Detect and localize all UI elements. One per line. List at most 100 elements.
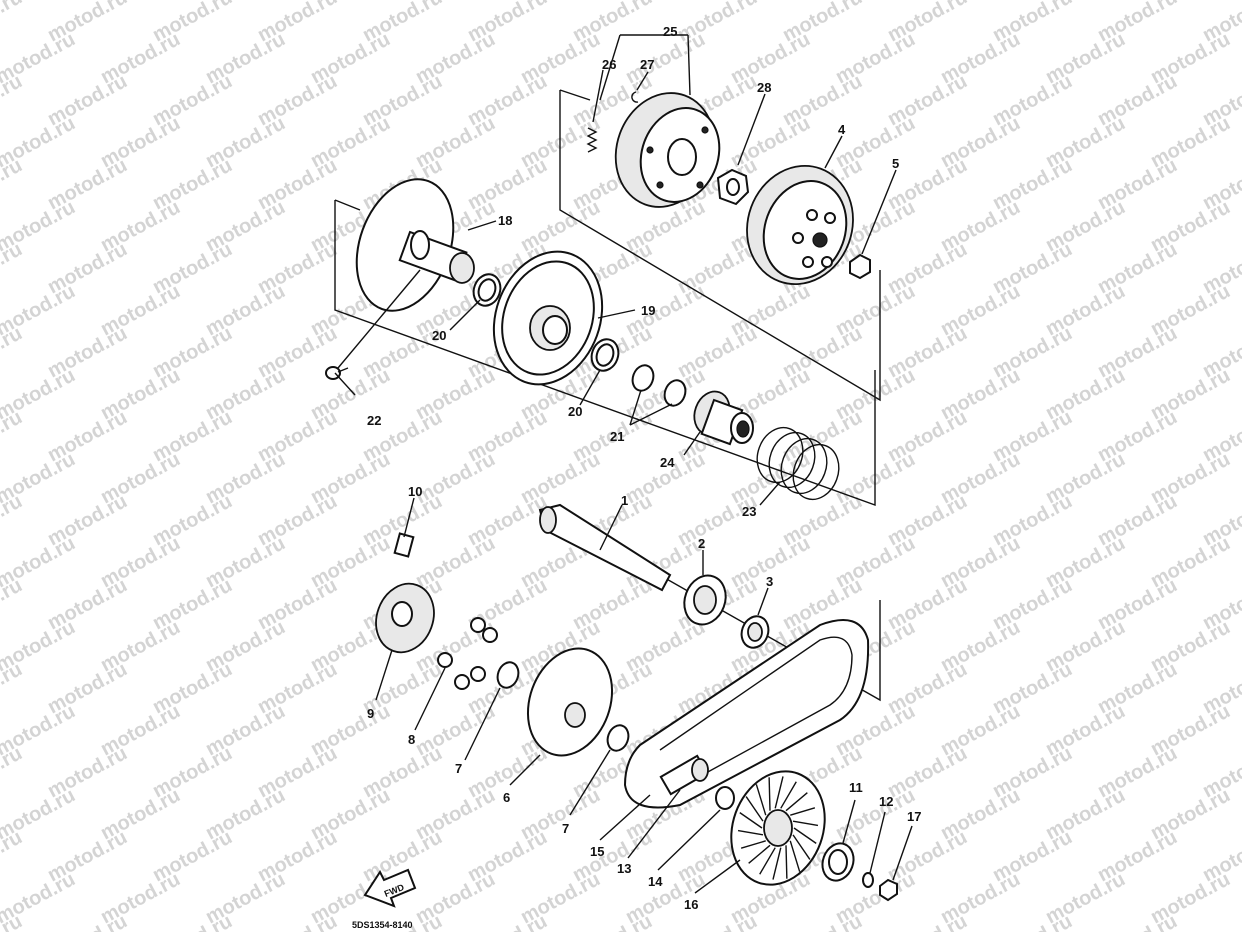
oil-seal-20-upper[interactable] (469, 271, 504, 310)
part-label-21: 21 (610, 429, 624, 444)
slider-10[interactable] (393, 532, 415, 558)
part-label-12: 12 (879, 794, 893, 809)
nut-5[interactable] (849, 253, 871, 280)
washer-11[interactable] (817, 839, 858, 885)
primary-shaft-1[interactable] (538, 503, 672, 592)
watermark-text: motod.ru (149, 910, 236, 932)
part-label-22: 22 (367, 413, 381, 428)
part-label-28: 28 (757, 80, 771, 95)
part-label-24: 24 (660, 455, 675, 470)
collar-13[interactable] (659, 754, 709, 796)
oil-seal-20-lower[interactable] (587, 336, 622, 375)
part-label-8: 8 (408, 732, 415, 747)
watermark-text: motod.ru (1199, 910, 1242, 932)
spring-seat-24[interactable] (689, 387, 754, 446)
part-label-13: 13 (617, 861, 631, 876)
part-label-3: 3 (766, 574, 773, 589)
part-label-19: 19 (641, 303, 655, 318)
collar-7-upper[interactable] (494, 659, 522, 690)
o-rings-21[interactable] (629, 362, 689, 408)
fan-blade (745, 796, 764, 822)
part-label-23: 23 (742, 504, 756, 519)
part-label-10: 10 (408, 484, 422, 499)
fwd-arrow-icon: FWD (363, 868, 417, 908)
watermark-text: motod.ru (44, 910, 131, 932)
fan-blade (748, 844, 771, 864)
washer-14[interactable] (715, 786, 735, 810)
part-label-14: 14 (648, 874, 663, 889)
clip-27[interactable] (631, 91, 639, 103)
fan-blade (792, 834, 811, 860)
nut-17[interactable] (879, 878, 898, 902)
fan-blade (740, 840, 766, 849)
primary-sliding-sheave-6[interactable] (514, 637, 627, 768)
drive-belt-15[interactable] (623, 619, 870, 809)
sliding-sheave-18[interactable] (339, 166, 475, 325)
part-label-1: 1 (621, 493, 628, 508)
part-label-17: 17 (907, 809, 921, 824)
watermark-text: motod.ru (1094, 910, 1181, 932)
cam-9[interactable] (367, 576, 444, 661)
part-label-7-upper: 7 (455, 761, 462, 776)
nut-28[interactable] (716, 168, 750, 206)
washer-12[interactable] (862, 872, 874, 888)
fan-blade (768, 777, 771, 811)
part-label-27: 27 (640, 57, 654, 72)
pin-22[interactable] (325, 366, 349, 380)
watermark-text: motod.ru (0, 574, 26, 634)
watermark-text: motod.ru (0, 238, 26, 298)
fan-blade (780, 781, 797, 809)
collar-3[interactable] (737, 613, 772, 652)
part-label-4: 4 (838, 122, 846, 137)
watermark-text: motod.ru (464, 910, 551, 932)
compression-spring-23[interactable] (750, 421, 846, 506)
fan-blade (772, 847, 782, 880)
part-label-11: 11 (849, 780, 863, 795)
watermark-text: motod.ru (0, 154, 26, 214)
watermark-text: motod.ru (0, 0, 26, 46)
part-label-5: 5 (892, 156, 899, 171)
part-label-20-lower: 20 (568, 404, 582, 419)
watermark-text: motod.ru (254, 910, 341, 932)
watermark-text: motod.ru (989, 910, 1076, 932)
weight-rollers-8[interactable] (437, 617, 498, 690)
fan-blade (737, 829, 764, 836)
fan-blade (755, 784, 767, 816)
part-label-15: 15 (590, 844, 604, 859)
clutch-spring-26[interactable] (586, 127, 598, 153)
watermark-text: motod.ru (884, 910, 971, 932)
watermark-text: motod.ru (0, 490, 26, 550)
part-label-6: 6 (503, 790, 510, 805)
part-label-25: 25 (663, 24, 677, 39)
part-label-2: 2 (698, 536, 705, 551)
fan-blade (789, 840, 801, 872)
fan-blade (785, 792, 808, 812)
clutch-housing-4[interactable] (731, 151, 870, 299)
collar-7-lower[interactable] (604, 722, 632, 753)
watermark-text: motod.ru (0, 406, 26, 466)
watermark-text: motod.ru (0, 742, 26, 802)
part-label-18: 18 (498, 213, 512, 228)
watermark-text: motod.ru (0, 658, 26, 718)
part-label-26: 26 (602, 57, 616, 72)
part-label-7-lower: 7 (562, 821, 569, 836)
assembly-frame-lines (334, 89, 881, 702)
fan-blade (790, 807, 816, 816)
watermark-text: motod.ru (779, 910, 866, 932)
fan-blade (785, 845, 788, 879)
part-label-9: 9 (367, 706, 374, 721)
fan-blade (792, 820, 819, 827)
fixed-sheave-19[interactable] (476, 236, 620, 399)
bearing-2[interactable] (678, 570, 733, 631)
fan-blade (739, 812, 763, 829)
part-labels: 25 26 27 28 4 5 18 20 19 20 21 22 24 23 … (367, 24, 921, 912)
watermark-text: motod.ru (569, 910, 656, 932)
watermark-text: motod.ru (0, 322, 26, 382)
fan-blade (759, 847, 776, 875)
watermark-text: motod.ru (0, 70, 26, 130)
fan-blade (793, 827, 817, 844)
part-label-16: 16 (684, 897, 698, 912)
fixed-sheave-16[interactable] (716, 758, 840, 898)
clutch-carrier-assembly[interactable] (600, 79, 732, 221)
